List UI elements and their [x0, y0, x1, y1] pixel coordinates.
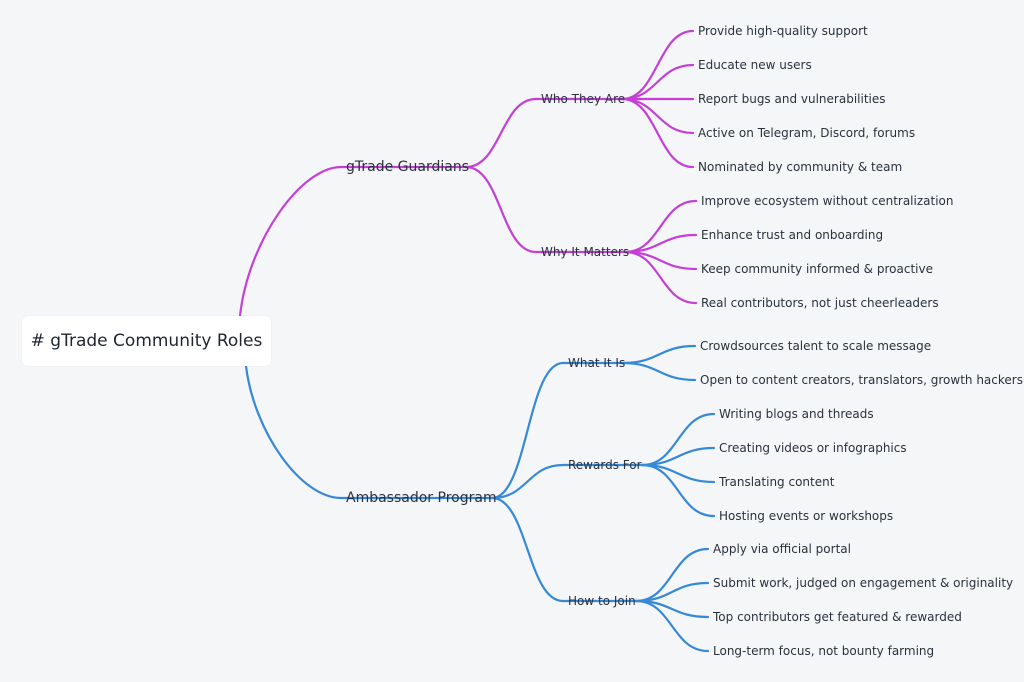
connector-how-leaf-3 [634, 599, 710, 653]
leaf-node[interactable]: Crowdsources talent to scale message [700, 339, 932, 353]
leaf-node[interactable]: Educate new users [698, 58, 812, 72]
node-rewards-for[interactable]: Rewards For [568, 458, 642, 472]
leaf-node[interactable]: Writing blogs and threads [719, 407, 874, 421]
root-title: # gTrade Community Roles [30, 331, 263, 351]
leaf-node[interactable]: Real contributors, not just cheerleaders [701, 296, 939, 310]
leaf-node[interactable]: Open to content creators, translators, g… [700, 373, 1023, 387]
leaf-node[interactable]: Active on Telegram, Discord, forums [698, 126, 916, 140]
connector-who-leaf-4 [620, 97, 695, 169]
connector-guardians-who [464, 97, 538, 169]
leaf-node[interactable]: Submit work, judged on engagement & orig… [713, 576, 1014, 590]
connector-who-leaf-3 [620, 97, 695, 135]
leaf-node[interactable]: Keep community informed & proactive [701, 262, 933, 276]
branch-ambassador-program[interactable]: Ambassador Program [346, 490, 497, 506]
node-who-they-are[interactable]: Who They Are [541, 92, 626, 106]
connector-root-guardians [238, 165, 343, 318]
connector-who-leaf-0 [620, 29, 695, 101]
connector-guardians-why [464, 165, 538, 254]
node-why-it-matters[interactable]: Why It Matters [541, 245, 630, 259]
leaf-node[interactable]: Translating content [719, 475, 835, 489]
connector-why-leaf-3 [623, 250, 698, 305]
leaf-node[interactable]: Provide high-quality support [698, 24, 868, 38]
leaf-node[interactable]: Improve ecosystem without centralization [701, 194, 954, 208]
leaf-node[interactable]: Enhance trust and onboarding [701, 228, 884, 242]
connector-root-ambassador [244, 364, 343, 500]
node-what-it-is[interactable]: What It Is [568, 356, 626, 370]
leaf-node[interactable]: Apply via official portal [713, 542, 851, 556]
leaf-node[interactable]: Long-term focus, not bounty farming [713, 644, 935, 658]
connector-ambassador-what [490, 361, 565, 500]
connector-what-leaf-0 [621, 344, 697, 365]
branch-gtrade-guardians[interactable]: gTrade Guardians [346, 159, 469, 175]
node-how-to-join[interactable]: How to Join [568, 594, 636, 608]
leaf-node[interactable]: Report bugs and vulnerabilities [698, 92, 886, 106]
connector-what-leaf-1 [621, 361, 697, 382]
leaf-node[interactable]: Hosting events or workshops [719, 509, 894, 523]
connector-how-leaf-0 [634, 547, 710, 603]
connector-ambassador-rewards [490, 463, 565, 500]
connector-rewards-leaf-0 [640, 412, 716, 467]
leaf-node[interactable]: Top contributors get featured & rewarded [713, 610, 962, 624]
leaf-node[interactable]: Creating videos or infographics [719, 441, 907, 455]
connector-ambassador-how [490, 496, 565, 603]
connector-who-leaf-1 [620, 63, 695, 101]
connector-rewards-leaf-3 [640, 463, 716, 518]
root-node[interactable]: # gTrade Community Roles [22, 316, 271, 366]
leaf-node[interactable]: Nominated by community & team [698, 160, 903, 174]
connector-why-leaf-0 [623, 199, 698, 254]
